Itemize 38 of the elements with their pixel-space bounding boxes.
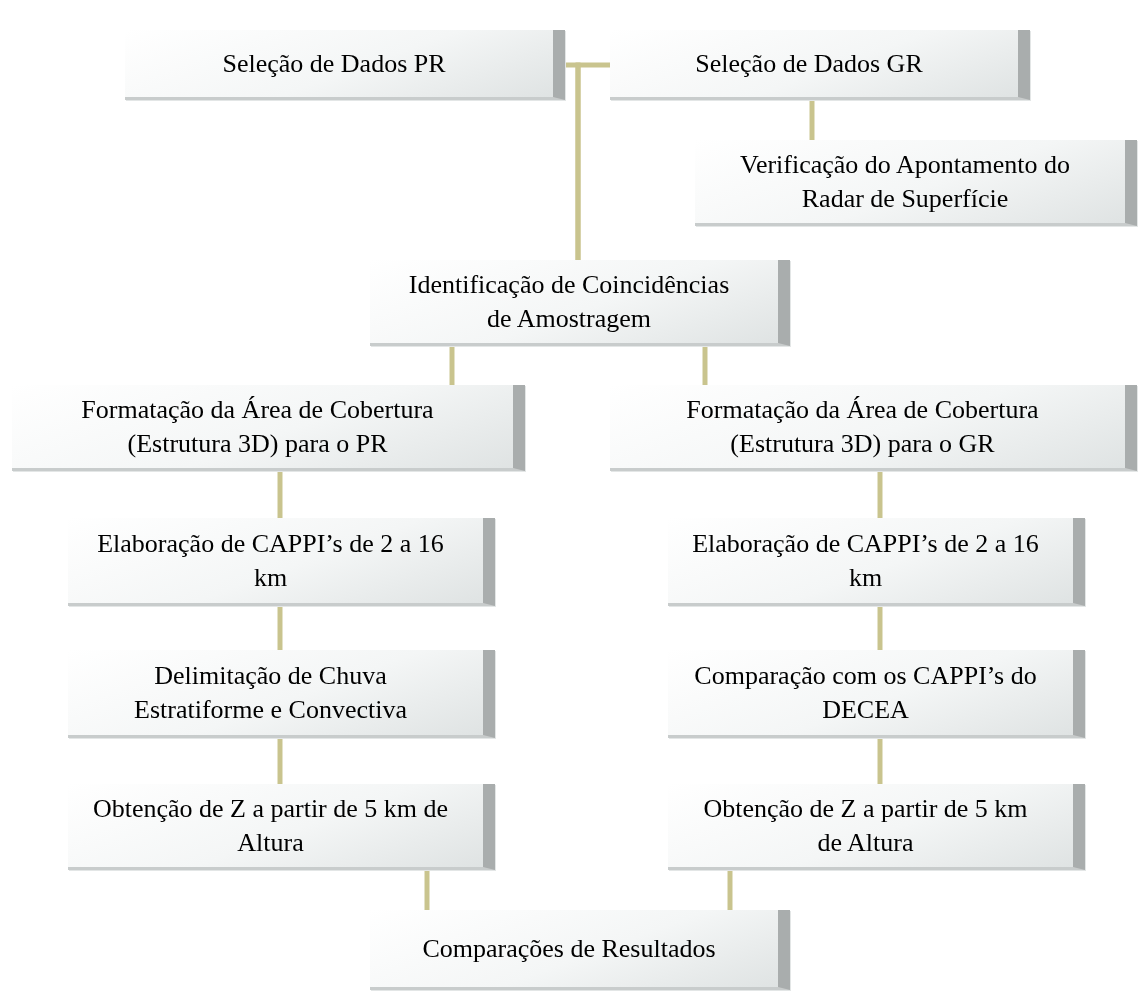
- box-label: Seleção de Dados GR: [695, 47, 923, 80]
- connector-line: [277, 471, 283, 518]
- box-label: Comparação com os CAPPI’s do DECEA: [693, 659, 1038, 726]
- process-box: [668, 518, 1085, 606]
- process-box: [370, 910, 790, 990]
- box-label: Obtenção de Z a partir de 5 km de Altura: [92, 792, 449, 859]
- connector-line: [877, 606, 883, 650]
- box-label: Identificação de Coincidências de Amostragem: [407, 268, 731, 335]
- process-box: [68, 518, 495, 606]
- connector-line: [877, 471, 883, 518]
- connector-line: [575, 62, 610, 260]
- connector-line: [449, 346, 455, 385]
- box-label: Obtenção de Z a partir de 5 km de Altura: [702, 792, 1029, 859]
- process-box: [610, 30, 1030, 100]
- process-box: [610, 385, 1137, 471]
- process-box: [68, 650, 495, 738]
- process-box: [68, 784, 495, 870]
- box-label: Comparações de Resultados: [422, 932, 716, 965]
- connector-line: [277, 606, 283, 650]
- connector-line: [727, 870, 733, 910]
- box-label: Formatação da Área de Cobertura (Estrutura 3D) para o PR: [80, 393, 435, 460]
- box-label: Elaboração de CAPPI’s de 2 a 16 km: [692, 527, 1039, 594]
- box-label: Verificação do Apontamento do Radar de Superfície: [739, 148, 1071, 215]
- box-label: Elaboração de CAPPI’s de 2 a 16 km: [96, 527, 445, 594]
- process-box: [125, 30, 565, 100]
- connector-line: [702, 346, 708, 385]
- connector-line: [809, 100, 815, 140]
- connector-line: [424, 870, 430, 910]
- process-box: [668, 650, 1085, 738]
- box-label: Delimitação de Chuva Estratiforme e Convectiva: [133, 659, 408, 726]
- process-box: [370, 260, 790, 346]
- box-label: Seleção de Dados PR: [222, 47, 446, 80]
- connector-line: [277, 738, 283, 784]
- box-label: Formatação da Área de Cobertura (Estrutura 3D) para o GR: [685, 393, 1040, 460]
- process-box: [12, 385, 525, 471]
- process-box: [668, 784, 1085, 870]
- connector-line: [877, 738, 883, 784]
- process-box: [695, 140, 1137, 226]
